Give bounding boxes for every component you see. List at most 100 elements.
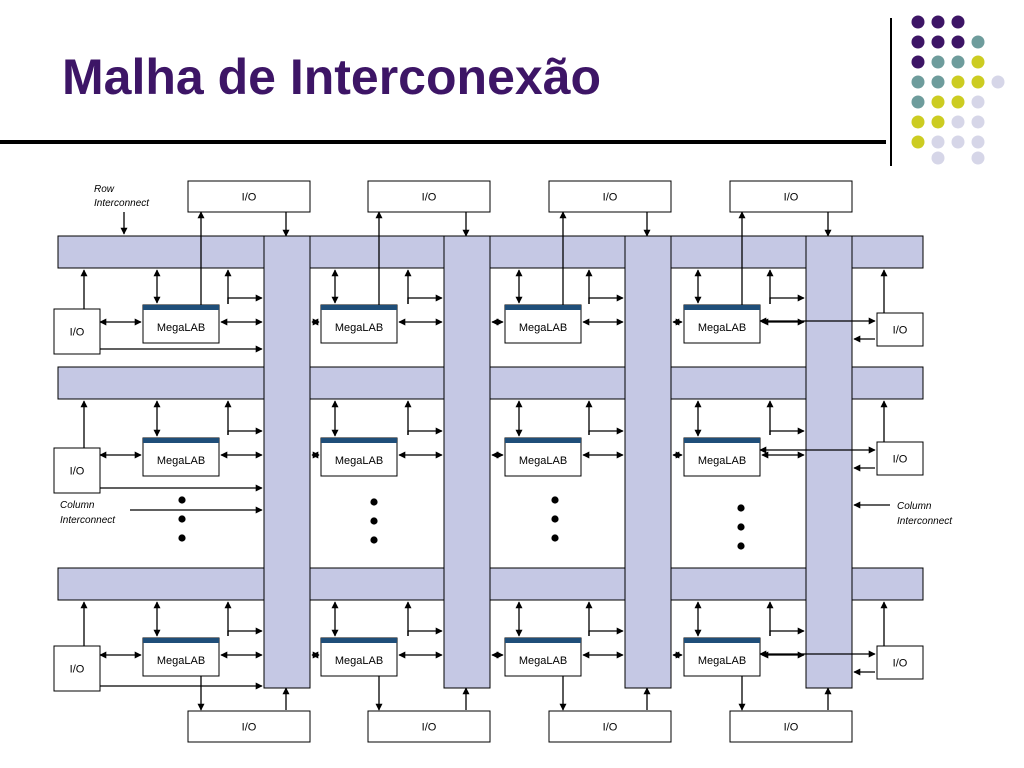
megalab-label: MegaLAB <box>698 322 746 334</box>
megalab-label: MegaLAB <box>335 655 383 667</box>
elbow-to-column <box>588 294 624 304</box>
elbow-to-column <box>407 294 443 304</box>
megalab-label: MegaLAB <box>335 322 383 334</box>
ellipsis-dot <box>551 534 559 542</box>
megalab-label: MegaLAB <box>519 655 567 667</box>
dot <box>971 151 985 165</box>
dot <box>911 75 925 89</box>
io-label: I/O <box>603 722 618 734</box>
top-io-box <box>187 180 311 213</box>
elbow-to-column <box>407 627 443 636</box>
io-label: I/O <box>70 664 85 676</box>
top-io-box <box>729 180 853 213</box>
annotations: RowInterconnectColumnInterconnectColumnI… <box>60 184 953 550</box>
elbow-to-column <box>769 427 805 435</box>
megalab-block <box>142 437 220 477</box>
bottom-io-box <box>729 710 853 743</box>
megalab-block <box>504 304 582 344</box>
dot <box>951 35 965 49</box>
io-label: I/O <box>893 658 908 670</box>
megalab-block <box>504 437 582 477</box>
dot <box>931 55 945 69</box>
row-interconnect-label: Row <box>94 184 115 195</box>
ellipsis-dot <box>737 504 745 512</box>
ellipsis-dot <box>370 498 378 506</box>
dot <box>951 95 965 109</box>
elbow-to-column <box>227 294 263 304</box>
megalab-label: MegaLAB <box>698 455 746 467</box>
megalab-stripe <box>505 305 581 310</box>
bottom-io-box <box>367 710 491 743</box>
ellipsis-dot <box>370 536 378 544</box>
ellipsis-dot <box>178 515 186 523</box>
dot <box>951 75 965 89</box>
megalab-block <box>142 637 220 677</box>
elbow-to-column <box>588 427 624 435</box>
dot <box>931 95 945 109</box>
dot <box>951 135 965 149</box>
dot <box>911 115 925 129</box>
elbow-to-column <box>227 427 263 435</box>
right-io-box <box>876 441 924 476</box>
dot <box>931 135 945 149</box>
column-interconnect <box>805 235 853 689</box>
ellipsis-dot <box>370 517 378 525</box>
slide-title: Malha de Interconexão <box>62 49 602 105</box>
io-label: I/O <box>422 192 437 204</box>
top-io-box <box>548 180 672 213</box>
column-interconnect-label-left: Column <box>60 500 95 511</box>
megalab-label: MegaLAB <box>698 655 746 667</box>
io-label: I/O <box>893 325 908 337</box>
row-interconnect-label: Interconnect <box>94 198 150 209</box>
megalab-stripe <box>321 438 397 443</box>
dot <box>971 75 985 89</box>
column-interconnect <box>263 235 311 689</box>
decorative-dot-grid <box>911 15 1005 165</box>
io-label: I/O <box>784 192 799 204</box>
elbow-to-column <box>769 627 805 636</box>
dot <box>931 35 945 49</box>
megalab-stripe <box>321 638 397 643</box>
megalab-stripe <box>505 438 581 443</box>
left-io-box <box>53 645 101 692</box>
column-interconnect-label-right: Column <box>897 501 932 512</box>
dot <box>971 55 985 69</box>
column-interconnect <box>624 235 672 689</box>
interconnect-bars <box>57 235 924 689</box>
io-label: I/O <box>242 192 257 204</box>
megalab-stripe <box>143 305 219 310</box>
megalab-block <box>683 304 761 344</box>
dot <box>931 75 945 89</box>
top-io-box <box>367 180 491 213</box>
io-label: I/O <box>603 192 618 204</box>
ellipsis-dot <box>737 523 745 531</box>
elbow-to-column <box>227 627 263 636</box>
dot <box>971 135 985 149</box>
megalab-stripe <box>143 638 219 643</box>
megalab-stripe <box>684 438 760 443</box>
ellipsis-dot <box>178 534 186 542</box>
elbow-to-column <box>588 627 624 636</box>
megalab-stripe <box>321 305 397 310</box>
dot <box>911 35 925 49</box>
io-label: I/O <box>70 466 85 478</box>
right-io-box <box>876 312 924 347</box>
elbow-to-column <box>769 294 805 304</box>
megalab-block <box>504 637 582 677</box>
column-interconnect <box>443 235 491 689</box>
megalab-block <box>142 304 220 344</box>
left-io-box <box>53 447 101 494</box>
dot <box>931 151 945 165</box>
decorative-vertical-rule <box>890 18 892 166</box>
ellipsis-dot <box>551 496 559 504</box>
ellipsis-dot <box>551 515 559 523</box>
megalab-label: MegaLAB <box>519 455 567 467</box>
megalab-stripe <box>505 638 581 643</box>
dot <box>911 15 925 29</box>
dot <box>951 55 965 69</box>
elbow-to-column <box>407 427 443 435</box>
megalab-label: MegaLAB <box>335 455 383 467</box>
megalab-label: MegaLAB <box>157 322 205 334</box>
ellipsis-dot <box>178 496 186 504</box>
